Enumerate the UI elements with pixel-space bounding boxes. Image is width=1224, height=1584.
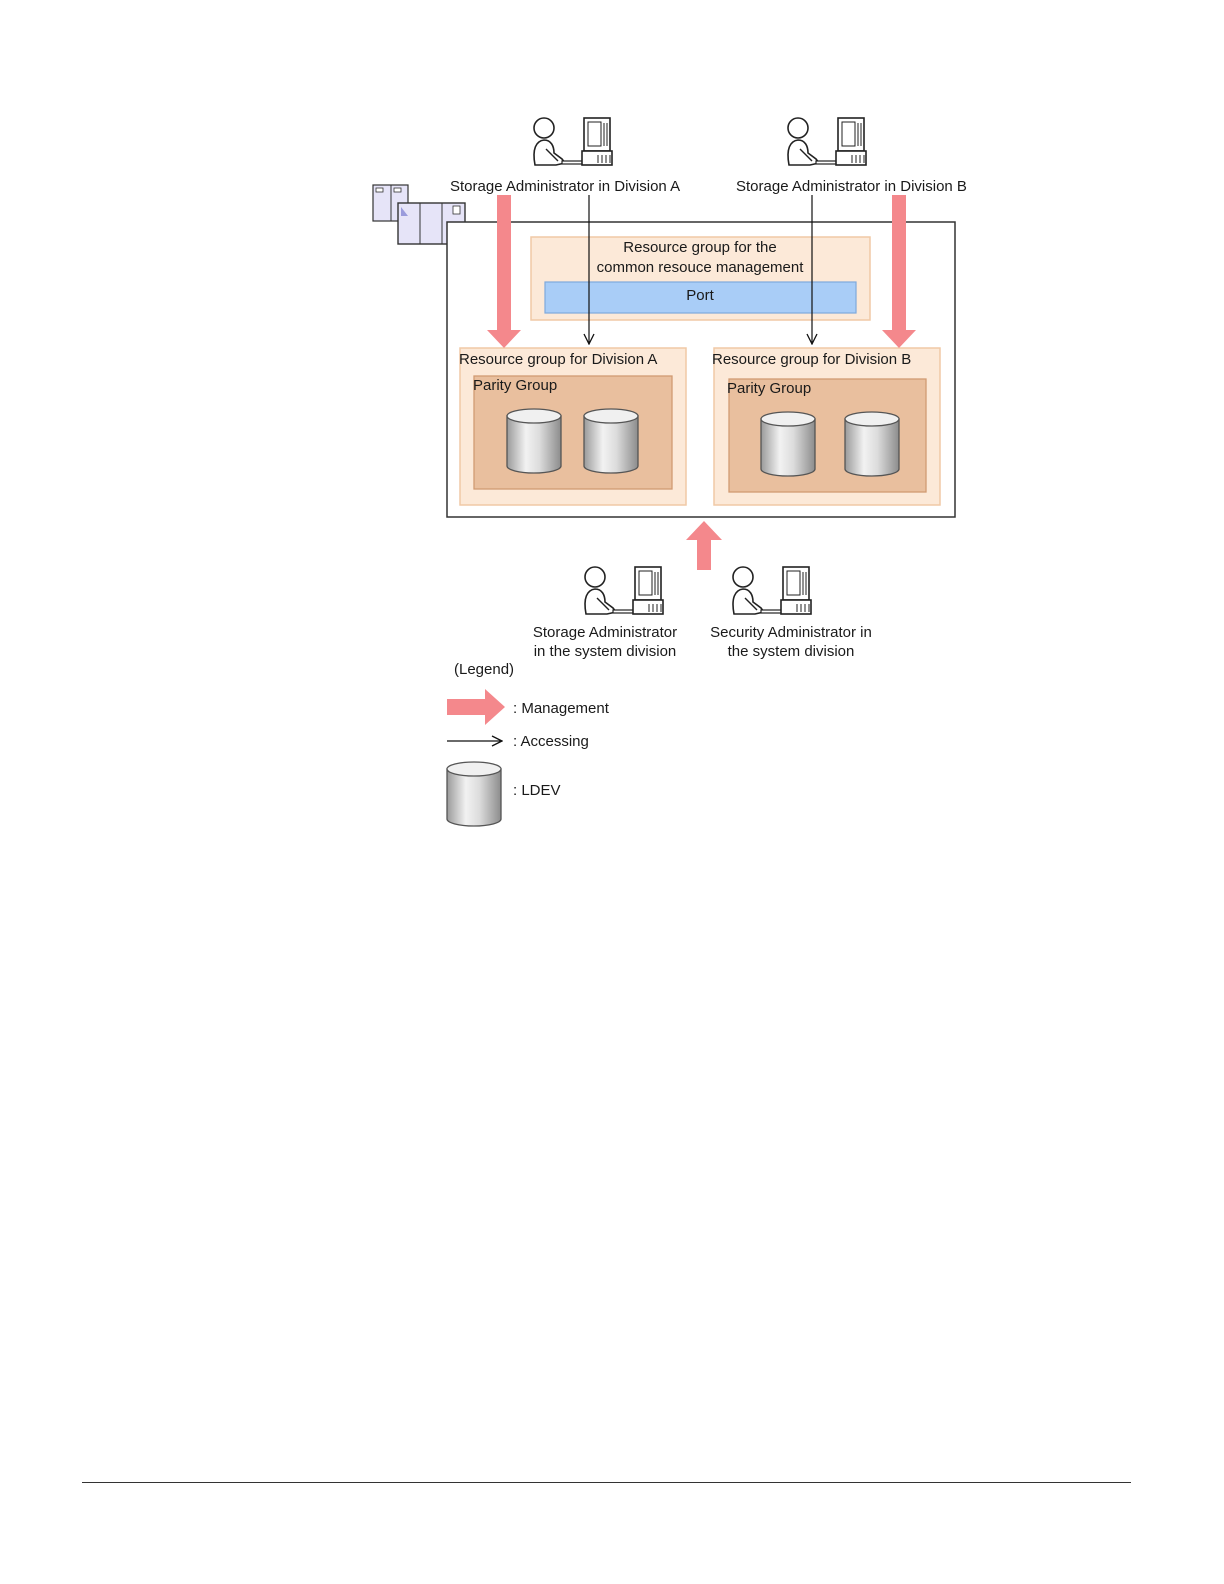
ldev-icon bbox=[844, 411, 900, 477]
legend-accessing-label: : Accessing bbox=[513, 733, 589, 750]
legend-management-arrow bbox=[447, 689, 505, 725]
management-arrow-a bbox=[487, 195, 521, 348]
system-storage-admin-label-1: Storage Administrator bbox=[533, 624, 677, 641]
footer-rule bbox=[82, 1482, 1131, 1483]
port-label: Port bbox=[686, 287, 714, 304]
legend-ldev-icon bbox=[446, 761, 502, 827]
storage-admin-a-label: Storage Administrator in Division A bbox=[450, 178, 680, 195]
legend: (Legend) : Management : Accessing : LDEV bbox=[446, 661, 610, 827]
legend-management-label: : Management bbox=[513, 700, 610, 717]
resource-group-division-b: Resource group for Division B Parity Gro… bbox=[712, 347, 941, 506]
legend-title: (Legend) bbox=[454, 661, 514, 678]
resource-group-division-a: Resource group for Division A Parity Gro… bbox=[459, 347, 687, 506]
storage-admin-b-icon bbox=[787, 117, 867, 166]
port-box bbox=[544, 281, 857, 314]
management-arrow-b bbox=[882, 195, 916, 348]
storage-admin-a-icon bbox=[533, 117, 613, 166]
common-group-title-line-2: common resouce management bbox=[597, 259, 805, 276]
common-group-title-line-1: Resource group for the bbox=[623, 239, 776, 256]
parity-group-a bbox=[473, 375, 673, 490]
ldev-icon bbox=[583, 408, 639, 474]
ldev-icon bbox=[506, 408, 562, 474]
system-storage-admin-label-2: in the system division bbox=[534, 643, 677, 660]
system-storage-admin-icon bbox=[584, 566, 664, 615]
system-security-admin-label-2: the system division bbox=[728, 643, 855, 660]
parity-group-b-label: Parity Group bbox=[727, 380, 811, 397]
group-a-title: Resource group for Division A bbox=[459, 351, 657, 368]
management-arrow-system bbox=[686, 521, 722, 570]
legend-ldev-label: : LDEV bbox=[513, 782, 561, 799]
common-resource-group: Resource group for the common resouce ma… bbox=[530, 236, 871, 321]
ldev-icon bbox=[760, 411, 816, 477]
group-b-title: Resource group for Division B bbox=[712, 351, 911, 368]
parity-group-a-label: Parity Group bbox=[473, 377, 557, 394]
system-security-admin-label-1: Security Administrator in bbox=[710, 624, 872, 641]
system-security-admin-icon bbox=[732, 566, 812, 615]
storage-admin-b-label: Storage Administrator in Division B bbox=[736, 178, 967, 195]
